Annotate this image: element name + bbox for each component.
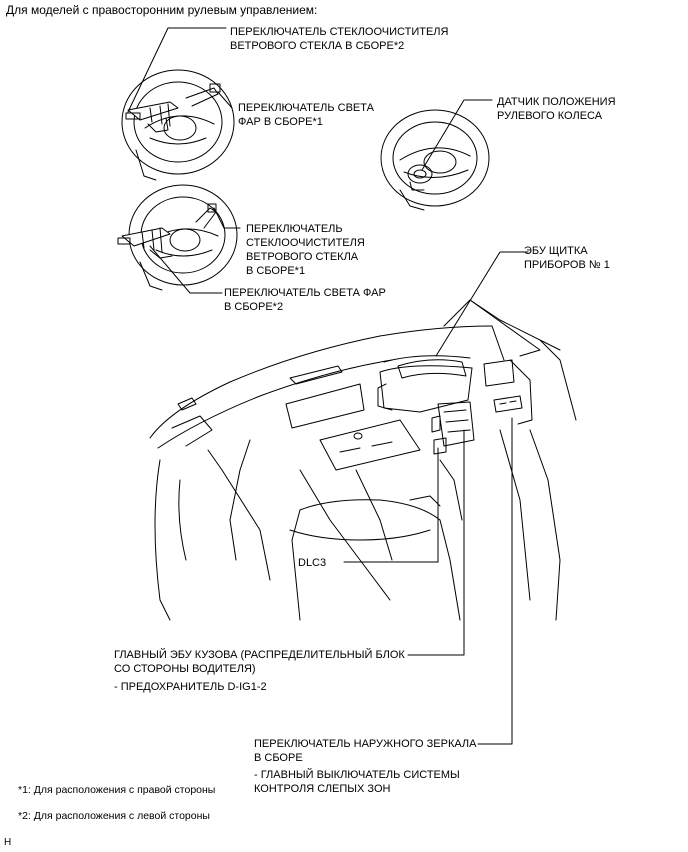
steering-wheel-illustration-1 [121, 69, 235, 181]
callout-line: ГЛАВНЫЙ ЭБУ КУЗОВА (РАСПРЕДЕЛИТЕЛЬНЫЙ БЛ… [114, 649, 405, 661]
callout-steering-sensor: ДАТЧИК ПОЛОЖЕНИЯ РУЛЕВОГО КОЛЕСА [497, 95, 616, 123]
callout-headlight-switch-1: ПЕРЕКЛЮЧАТЕЛЬ СВЕТА ФАР В СБОРЕ*1 [238, 101, 374, 129]
callout-line: ПЕРЕКЛЮЧАТЕЛЬ НАРУЖНОГО ЗЕРКАЛА [254, 738, 477, 750]
footnote-2: *2: Для расположения с левой стороны [18, 810, 210, 822]
callout-line: ПЕРЕКЛЮЧАТЕЛЬ [246, 223, 343, 235]
callout-line: ДАТЧИК ПОЛОЖЕНИЯ [497, 96, 616, 108]
callout-body-ecu-fuse: - ПРЕДОХРАНИТЕЛЬ D-IG1-2 [114, 681, 267, 693]
callout-line: ВЕТРОВОГО СТЕКЛА [246, 251, 359, 263]
callout-line: В СБОРЕ*1 [246, 265, 306, 277]
steering-wheel-illustration-3 [380, 109, 490, 211]
callout-line: В СБОРЕ [254, 752, 303, 764]
leader-lines [127, 27, 529, 745]
callout-body-ecu: ГЛАВНЫЙ ЭБУ КУЗОВА (РАСПРЕДЕЛИТЕЛЬНЫЙ БЛ… [114, 648, 405, 676]
callout-line: ПЕРЕКЛЮЧАТЕЛЬ СТЕКЛООЧИСТИТЕЛЯ [230, 26, 449, 38]
callout-line: - ГЛАВНЫЙ ВЫКЛЮЧАТЕЛЬ СИСТЕМЫ [254, 769, 460, 781]
callout-wiper-switch-2: ПЕРЕКЛЮЧАТЕЛЬ СТЕКЛООЧИСТИТЕЛЯ ВЕТРОВОГО… [230, 25, 448, 53]
page-title: Для моделей с правосторонним рулевым упр… [6, 3, 318, 17]
callout-line: РУЛЕВОГО КОЛЕСА [497, 110, 603, 122]
callout-line: ЭБУ ЩИТКА [524, 245, 588, 257]
dashboard-illustration [149, 299, 577, 621]
footnote-1: *1: Для расположения с правой стороны [18, 784, 216, 796]
callout-meter-ecu: ЭБУ ЩИТКА ПРИБОРОВ № 1 [524, 244, 610, 272]
callout-headlight-switch-2: ПЕРЕКЛЮЧАТЕЛЬ СВЕТА ФАР В СБОРЕ*2 [224, 286, 386, 314]
callout-line: ФАР В СБОРЕ*1 [238, 116, 323, 128]
callout-line: ВЕТРОВОГО СТЕКЛА В СБОРЕ*2 [230, 40, 405, 52]
corner-mark: H [4, 837, 12, 848]
callout-mirror-switch: ПЕРЕКЛЮЧАТЕЛЬ НАРУЖНОГО ЗЕРКАЛА В СБОРЕ [254, 737, 476, 765]
callout-line: ПЕРЕКЛЮЧАТЕЛЬ СВЕТА [238, 102, 374, 114]
callout-line: КОНТРОЛЯ СЛЕПЫХ ЗОН [254, 783, 391, 795]
steering-wheel-illustration-2 [117, 184, 238, 291]
callout-dlc3: DLC3 [298, 557, 327, 569]
callout-wiper-switch-1: ПЕРЕКЛЮЧАТЕЛЬ СТЕКЛООЧИСТИТЕЛЯ ВЕТРОВОГО… [246, 222, 365, 278]
callout-line: В СБОРЕ*2 [224, 301, 284, 313]
callout-line: ПРИБОРОВ № 1 [524, 259, 610, 271]
callout-line: СТЕКЛООЧИСТИТЕЛЯ [246, 237, 365, 249]
callout-line: СО СТОРОНЫ ВОДИТЕЛЯ) [114, 663, 256, 675]
callout-line: ПЕРЕКЛЮЧАТЕЛЬ СВЕТА ФАР [224, 287, 386, 299]
callout-mirror-switch-sub: - ГЛАВНЫЙ ВЫКЛЮЧАТЕЛЬ СИСТЕМЫ КОНТРОЛЯ С… [254, 768, 460, 796]
